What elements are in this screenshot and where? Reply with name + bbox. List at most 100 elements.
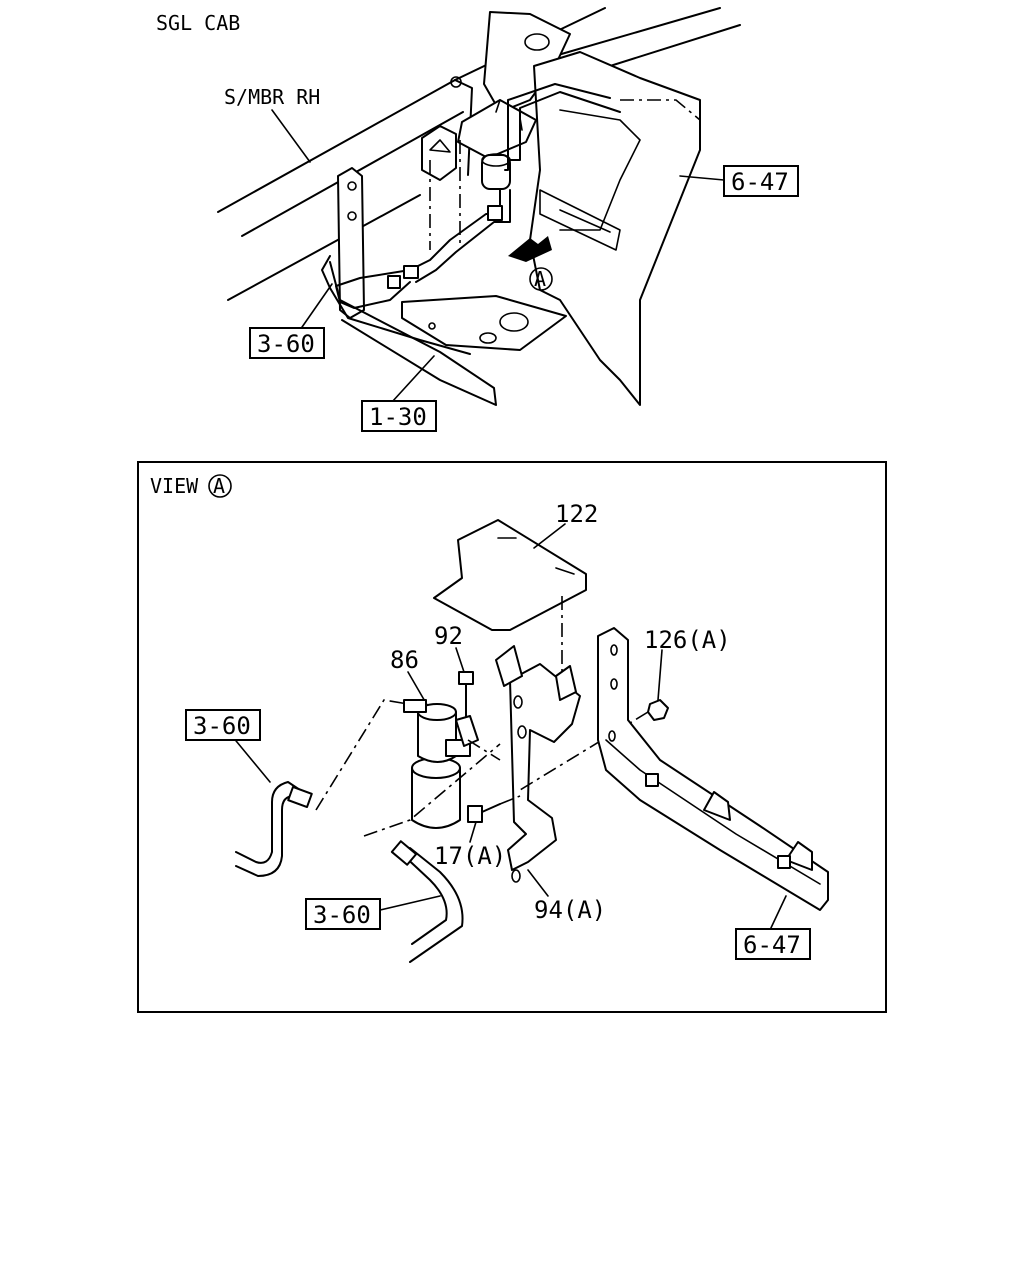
pipe-fitting-1 bbox=[403, 265, 419, 279]
pipe-upper-1 bbox=[509, 91, 621, 161]
frame-hole-1 bbox=[610, 644, 618, 656]
part-126-leader bbox=[657, 649, 663, 701]
hose-upper-outer bbox=[235, 781, 301, 864]
ref-3-60-lower-leader bbox=[379, 895, 441, 911]
hidden-edge-1 bbox=[620, 99, 701, 121]
cover-plate-122 bbox=[433, 519, 587, 631]
detail-frame bbox=[137, 461, 887, 1013]
ref-3-60-top-leader bbox=[299, 283, 333, 331]
pipe-lower-1 bbox=[409, 189, 501, 271]
nut-align-line bbox=[519, 711, 649, 791]
frame-tab-1 bbox=[703, 791, 731, 821]
hose-lower-fitting bbox=[390, 840, 418, 866]
part-17-label: 17(A) bbox=[434, 842, 506, 870]
frame-hole-3 bbox=[608, 730, 616, 742]
part-122-label: 122 bbox=[555, 500, 598, 528]
part-17-leader bbox=[469, 821, 477, 843]
hose-upper-inner bbox=[235, 795, 295, 877]
part-92-label: 92 bbox=[434, 622, 463, 650]
part-122-leader bbox=[533, 523, 566, 549]
bolt-17-head bbox=[467, 805, 483, 823]
pipe-fitting-2 bbox=[387, 275, 401, 289]
bracket-clip-2 bbox=[555, 665, 577, 701]
view-title-circle bbox=[208, 474, 232, 498]
nut-126 bbox=[647, 699, 669, 721]
part-94-label: 94(A) bbox=[534, 896, 606, 924]
hose-upper-align bbox=[315, 699, 409, 811]
bolt-17-align bbox=[499, 795, 521, 805]
small-mount-tab bbox=[421, 125, 457, 181]
hose-loop bbox=[335, 269, 411, 309]
crossmember-rib-2 bbox=[559, 209, 611, 233]
ref-1-30-box[interactable] bbox=[361, 400, 437, 432]
ref-3-60-top-text: 3-60 bbox=[257, 330, 315, 358]
frame-tab-2 bbox=[785, 841, 813, 871]
ref-3-60-upper-text: 3-60 bbox=[193, 712, 251, 740]
gusset-hole-small bbox=[479, 332, 497, 344]
rear-rail-1 bbox=[557, 7, 721, 56]
hose-lower-outer bbox=[399, 851, 448, 945]
frame-hole-2 bbox=[610, 678, 618, 690]
hose-upper-fitting bbox=[287, 786, 313, 808]
part-92-leader bbox=[455, 647, 465, 673]
side-member-leader bbox=[271, 109, 311, 163]
ref-3-60-lower-box[interactable] bbox=[305, 898, 381, 930]
drier-inlet-fitting bbox=[403, 699, 427, 713]
part-86-label: 86 bbox=[390, 646, 419, 674]
ref-6-47-top-box[interactable] bbox=[723, 165, 799, 197]
hose-lower-inner bbox=[409, 847, 464, 963]
frame-crossmember bbox=[529, 51, 701, 406]
side-member-label: S/MBR RH bbox=[224, 85, 320, 109]
ref-6-47-detail-text: 6-47 bbox=[743, 931, 801, 959]
detail-view-a: VIEW A 122 92 86 94(A) bbox=[137, 461, 887, 1013]
bolt-17-shank bbox=[481, 803, 501, 813]
frame-nut-1 bbox=[645, 773, 659, 787]
bracket-clip-1 bbox=[495, 645, 523, 687]
hose-lower-align bbox=[363, 743, 501, 837]
crossmember-rib-1 bbox=[539, 189, 621, 251]
drier-bracket-align bbox=[467, 739, 501, 761]
ref-3-60-lower-text: 3-60 bbox=[313, 901, 371, 929]
bracket-hole-2 bbox=[517, 725, 527, 739]
ref-6-47-detail-box[interactable] bbox=[735, 928, 811, 960]
bracket-bolt-2 bbox=[347, 211, 357, 221]
side-member-rail-low bbox=[227, 194, 421, 301]
lower-rail bbox=[329, 261, 497, 406]
callout-a-circle bbox=[529, 267, 553, 291]
callout-a-letter: A bbox=[534, 267, 546, 291]
frame-nut-2 bbox=[777, 855, 791, 869]
ref-6-47-detail-leader bbox=[769, 895, 787, 931]
part-94-leader bbox=[527, 869, 549, 897]
ref-3-60-upper-leader bbox=[231, 735, 271, 783]
ref-3-60-upper-box[interactable] bbox=[185, 709, 261, 741]
receiver-drier-top bbox=[481, 154, 511, 190]
part-126-label: 126(A) bbox=[644, 626, 731, 654]
plate-slot-2 bbox=[555, 567, 575, 575]
upper-plate-hole bbox=[524, 33, 550, 51]
plate-stud-1 bbox=[495, 99, 501, 113]
ref-1-30-leader bbox=[391, 355, 435, 403]
view-title-letter: A bbox=[213, 474, 225, 498]
tab-arrow-mark bbox=[429, 139, 451, 153]
ref-3-60-top-box[interactable] bbox=[249, 327, 325, 359]
gusset-plate bbox=[401, 295, 567, 351]
upper-bolt bbox=[450, 76, 462, 88]
bolt-92-head bbox=[458, 671, 474, 685]
frame-6-47 bbox=[597, 627, 829, 911]
gusset-hole-large bbox=[499, 312, 529, 332]
crossmember-inner-edge bbox=[559, 109, 641, 231]
pipe-lower-2 bbox=[415, 189, 511, 283]
bracket-hole-3 bbox=[511, 869, 521, 883]
view-direction-arrow bbox=[508, 236, 552, 262]
gusset-bolt bbox=[428, 322, 436, 330]
pipe-fitting-3 bbox=[487, 205, 503, 221]
ref-6-47-top-leader bbox=[679, 175, 725, 181]
ref-1-30-text: 1-30 bbox=[369, 403, 427, 431]
vertical-bracket bbox=[337, 167, 365, 319]
top-assembly-view: SGL CAB S/MBR RH bbox=[156, 7, 799, 432]
pipe-upper-2 bbox=[504, 83, 611, 171]
cab-type-label: SGL CAB bbox=[156, 11, 240, 35]
drier-clamp bbox=[455, 715, 479, 747]
hose-outer bbox=[321, 255, 471, 355]
